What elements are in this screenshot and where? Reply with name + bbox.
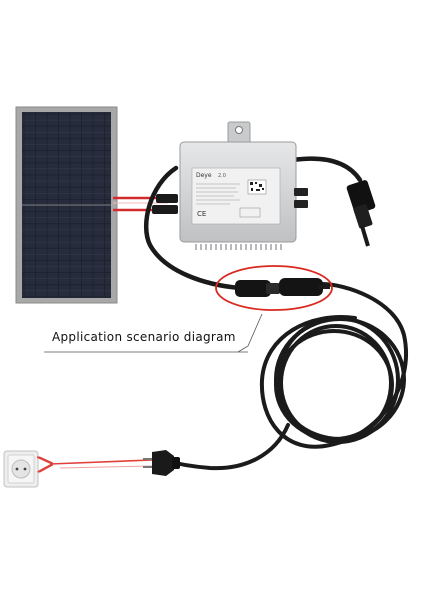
solar-panel-icon [15, 106, 118, 304]
connector-highlight-circle [215, 265, 333, 311]
inverter-brand: Deye [196, 172, 212, 179]
dc-output-cable [290, 156, 363, 183]
ac-cable-upper [144, 165, 243, 291]
connector-icon [346, 180, 376, 247]
wall-socket-icon [3, 450, 39, 488]
ce-mark: CE [197, 210, 206, 218]
inverter-model: 2.0 [218, 173, 226, 179]
caption-text: Application scenario diagram [52, 330, 236, 344]
callout-line [237, 313, 263, 353]
ac-connector [235, 278, 330, 297]
arrow-to-socket [50, 460, 153, 468]
coiled-cable [161, 282, 408, 471]
microinverter-icon: Deye 2.0 CE [179, 121, 297, 250]
schuko-plug-icon [143, 450, 180, 476]
dc-input-connectors [152, 188, 308, 214]
